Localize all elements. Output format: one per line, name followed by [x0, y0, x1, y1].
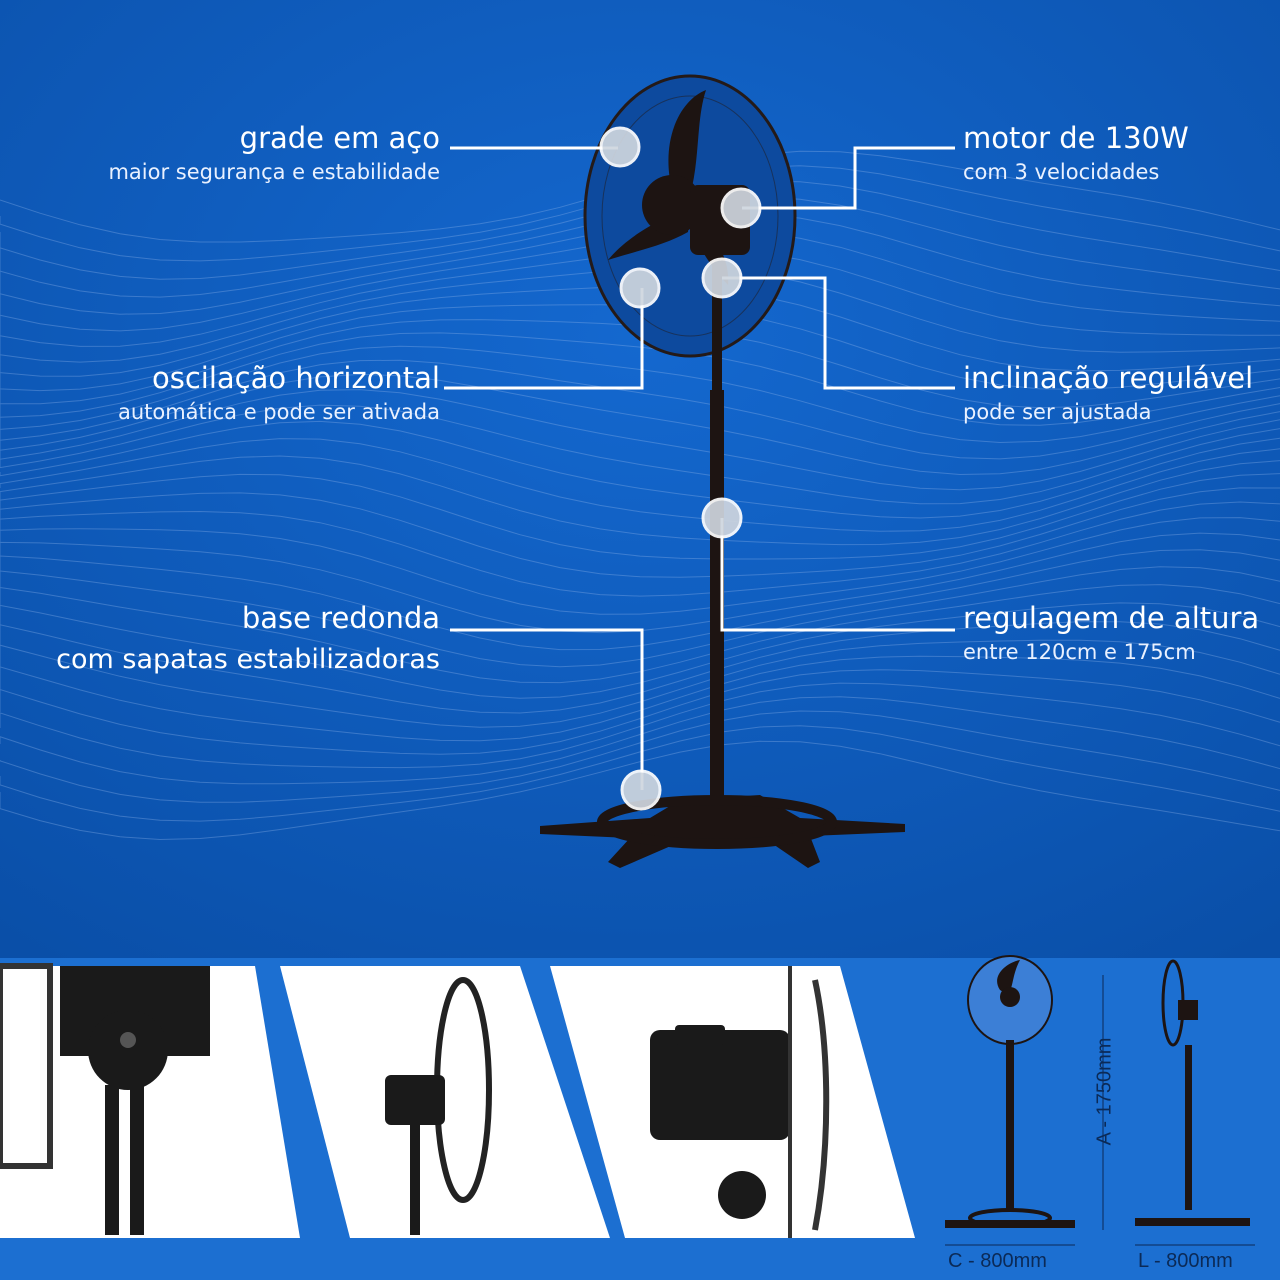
feature-oscillation: oscilação horizontal automática e pode s…: [40, 360, 440, 428]
wave-line: [0, 455, 1280, 546]
wave-line: [0, 584, 1280, 684]
wave-line: [0, 725, 1280, 822]
wave-line: [0, 532, 1280, 634]
feature-base: base redonda com sapatas estabilizadoras: [10, 600, 440, 678]
wave-line: [0, 639, 1280, 728]
feature-title: regulagem de altura: [963, 601, 1260, 635]
feature-subtitle: maior segurança e estabilidade: [108, 160, 440, 184]
wave-line: [0, 359, 1280, 460]
wave-line: [0, 319, 1280, 409]
feature-title: grade em aço: [239, 121, 440, 155]
feature-title: base redonda: [241, 601, 440, 635]
detail-photo-drawings: [0, 963, 830, 1238]
markers: [599, 126, 762, 811]
dimension-diagram: [945, 955, 1255, 1246]
connector-lines: [444, 146, 955, 790]
wave-line: [0, 602, 1280, 699]
feature-subtitle: automática e pode ser ativada: [117, 400, 440, 424]
feature-steel-grid: grade em aço maior segurança e estabilid…: [40, 120, 440, 188]
wave-line: [0, 549, 1280, 651]
wave-line: [0, 420, 1280, 519]
feature-subtitle: com 3 velocidades: [963, 160, 1160, 184]
wave-line: [0, 740, 1280, 841]
wave-line: [0, 404, 1280, 505]
feature-height-adjust: regulagem de altura entre 120cm e 175cm: [963, 600, 1273, 668]
dimension-width: L - 800mm: [1138, 1250, 1233, 1272]
wave-line: [0, 487, 1280, 578]
wave-line: [0, 389, 1280, 491]
feature-title: motor de 130W: [963, 121, 1189, 155]
wave-line: [0, 438, 1280, 532]
wave-line: [0, 373, 1280, 476]
wave-line: [0, 517, 1280, 615]
wave-line: [0, 710, 1280, 803]
wave-line: [0, 696, 1280, 785]
wave-line: [0, 473, 1280, 560]
feature-subtitle: pode ser ajustada: [963, 400, 1152, 424]
wave-line: [0, 655, 1280, 742]
wave-line: [0, 501, 1280, 597]
dimension-length: C - 800mm: [948, 1250, 1047, 1272]
wave-line: [0, 669, 1280, 755]
wave-line: [0, 621, 1280, 714]
feature-subtitle: entre 120cm e 175cm: [963, 640, 1196, 664]
wave-line: [0, 682, 1280, 769]
dimension-height: A - 1750mm: [1093, 1037, 1116, 1146]
feature-subtitle: com sapatas estabilizadoras: [56, 644, 440, 675]
feature-motor: motor de 130W com 3 velocidades: [963, 120, 1263, 188]
feature-tilt: inclinação regulável pode ser ajustada: [963, 360, 1273, 428]
wave-line: [0, 566, 1280, 668]
feature-title: inclinação regulável: [963, 361, 1254, 395]
feature-title: oscilação horizontal: [151, 361, 440, 395]
wave-line: [0, 332, 1280, 426]
wave-line: [0, 345, 1280, 444]
